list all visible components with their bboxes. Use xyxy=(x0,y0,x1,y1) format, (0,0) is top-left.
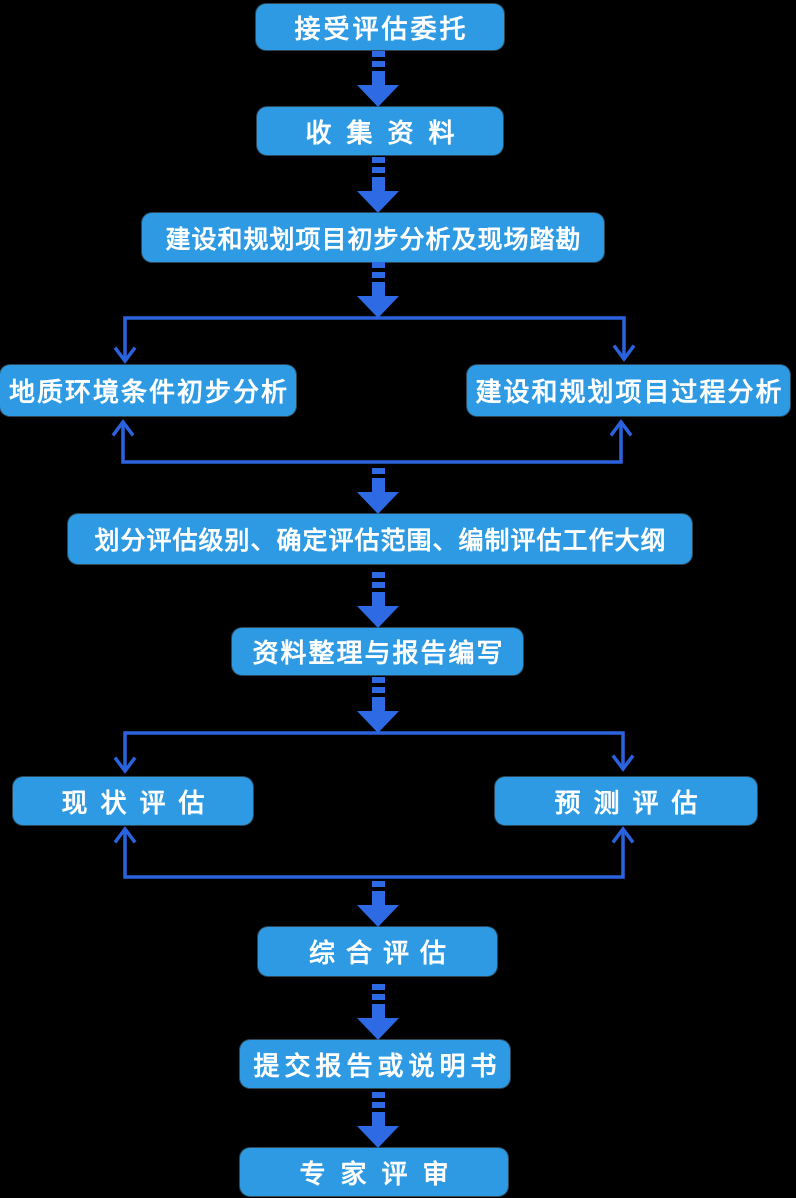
down-arrow xyxy=(356,157,400,213)
node-data-report-writing: 资料整理与报告编写 xyxy=(232,628,523,675)
down-arrow xyxy=(356,468,400,514)
node-grade-scope-outline: 划分评估级别、确定评估范围、编制评估工作大纲 xyxy=(68,514,692,564)
node-label: 专家评审 xyxy=(299,1158,464,1189)
down-arrow xyxy=(356,51,400,107)
down-arrow xyxy=(356,984,400,1040)
node-comprehensive-assessment: 综合评估 xyxy=(258,927,497,976)
node-collect-data: 收集资料 xyxy=(257,107,503,155)
node-accept-commission: 接受评估委托 xyxy=(256,4,504,50)
down-arrow xyxy=(356,881,400,927)
down-arrow xyxy=(356,1092,400,1148)
node-label: 建设和规划项目初步分析及现场踏勘 xyxy=(165,225,582,254)
node-geo-env-analysis: 地质环境条件初步分析 xyxy=(0,365,296,416)
down-arrow xyxy=(356,262,400,318)
node-submit-report: 提交报告或说明书 xyxy=(240,1040,510,1088)
node-predictive-assessment: 预测评估 xyxy=(495,777,757,825)
node-preliminary-analysis-survey: 建设和规划项目初步分析及现场踏勘 xyxy=(142,213,604,262)
node-expert-review: 专家评审 xyxy=(240,1148,508,1196)
node-label: 综合评估 xyxy=(308,938,457,968)
down-arrow xyxy=(356,677,400,733)
node-current-assessment: 现状评估 xyxy=(13,777,253,825)
node-label: 接受评估委托 xyxy=(294,13,469,44)
node-label: 收集资料 xyxy=(305,117,470,148)
node-label: 地质环境条件初步分析 xyxy=(8,377,289,407)
node-label: 提交报告或说明书 xyxy=(253,1050,502,1081)
node-label: 资料整理与报告编写 xyxy=(252,638,505,668)
node-label: 划分评估级别、确定评估范围、编制评估工作大纲 xyxy=(94,527,667,555)
down-arrow xyxy=(356,572,400,628)
node-label: 建设和规划项目过程分析 xyxy=(475,377,784,407)
node-project-process-analysis: 建设和规划项目过程分析 xyxy=(467,365,790,416)
node-label: 现状评估 xyxy=(61,787,218,818)
node-label: 预测评估 xyxy=(554,787,711,818)
